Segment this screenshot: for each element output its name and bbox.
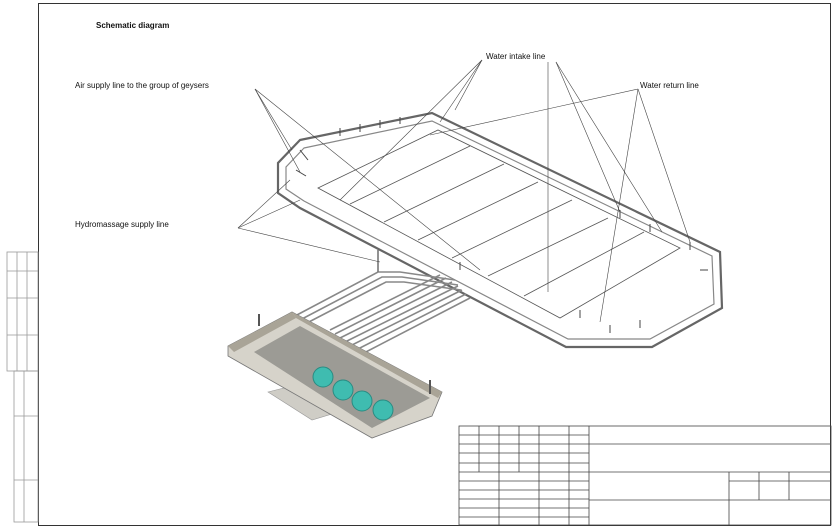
label-water-return-line: Water return line [640,81,699,90]
leader-lines [237,59,691,323]
drawing-frame [38,3,831,526]
title-block [458,425,832,526]
plant-room [227,311,443,439]
label-air-supply-line: Air supply line to the group of geysers [75,81,209,90]
label-water-intake-line: Water intake line [486,52,546,61]
label-hydromassage-supply-line: Hydromassage supply line [75,220,169,229]
pipe-bundle [294,250,471,355]
pool-pipe-loop [276,111,724,349]
drawing-title: Schematic diagram [96,21,170,30]
pipe-fittings [295,117,708,333]
side-stamp [6,251,39,523]
